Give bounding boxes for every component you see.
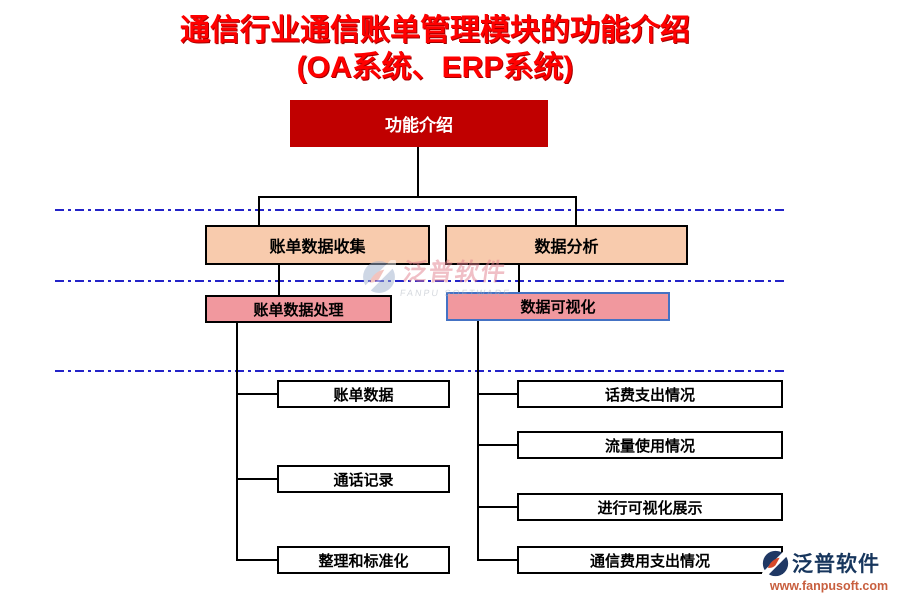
watermark-name: 泛普软件: [401, 259, 509, 286]
leaf-call-fee-spend: 话费支出情况: [517, 380, 783, 408]
footer-logo-url: www.fanpusoft.com: [769, 579, 889, 593]
node-root: 功能介绍: [290, 100, 548, 147]
node-bill-data-collection: 账单数据收集: [205, 225, 430, 265]
separator-line-1: [55, 209, 787, 211]
connector-drop-left: [258, 196, 260, 226]
stub-left-3: [236, 559, 277, 561]
fanpu-logo-icon: [762, 549, 789, 577]
leaf-call-records: 通话记录: [277, 465, 450, 493]
spine-left: [236, 323, 238, 561]
node-data-analysis: 数据分析: [445, 225, 688, 265]
node-data-visualization: 数据可视化: [446, 292, 670, 321]
separator-line-3: [55, 370, 787, 372]
leaf-bill-data: 账单数据: [277, 380, 450, 408]
stub-right-2: [477, 444, 517, 446]
leaf-visual-display: 进行可视化展示: [517, 493, 783, 521]
connector-root-stem: [417, 147, 419, 197]
leaf-standardization: 整理和标准化: [277, 546, 450, 574]
stub-right-1: [477, 393, 517, 395]
connector-drop-right: [575, 196, 577, 226]
stub-left-1: [236, 393, 277, 395]
watermark: 泛普软件 FANPU SOFTWARE: [359, 257, 513, 299]
stub-left-2: [236, 478, 277, 480]
page-title: 通信行业通信账单管理模块的功能介绍 (OA系统、ERP系统): [0, 12, 870, 86]
connector-root-crossbar: [258, 196, 577, 198]
connector-l2l3-right: [518, 265, 520, 292]
footer-logo-name: 泛普软件: [792, 553, 880, 576]
page-title-line2: (OA系统、ERP系统): [296, 51, 574, 84]
node-bill-data-processing: 账单数据处理: [205, 295, 392, 323]
stub-right-3: [477, 506, 517, 508]
leaf-data-usage: 流量使用情况: [517, 431, 783, 459]
fanpu-logo-icon: [359, 257, 399, 299]
stub-right-4: [477, 559, 517, 561]
separator-line-2: [55, 280, 787, 282]
page-title-line1: 通信行业通信账单管理模块的功能介绍: [180, 14, 690, 47]
watermark-subtitle: FANPU SOFTWARE: [399, 288, 512, 298]
footer-logo: 泛普软件 www.fanpusoft.com: [762, 548, 896, 593]
spine-right: [477, 321, 479, 561]
connector-l2l3-left: [278, 265, 280, 295]
leaf-comm-fee-spend: 通信费用支出情况: [517, 546, 783, 574]
